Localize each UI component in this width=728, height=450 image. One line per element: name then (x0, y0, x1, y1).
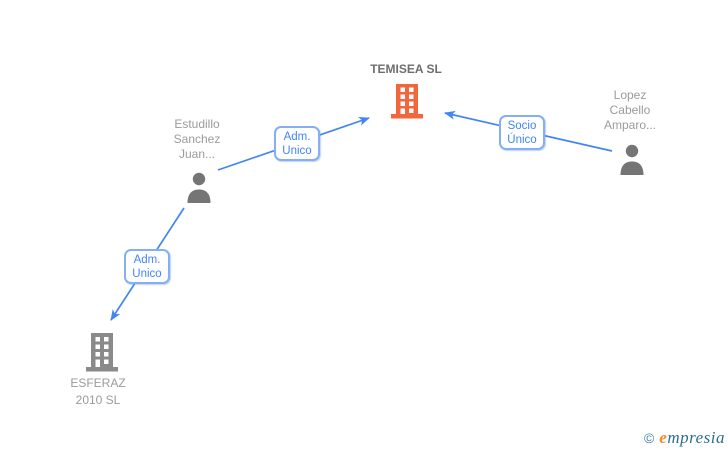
node-label-temisea[interactable]: TEMISEA SL (370, 62, 442, 76)
person-icon-estudillo[interactable] (184, 171, 214, 203)
edge-label-adm-unico-esferaz[interactable]: Adm. Unico (124, 249, 170, 284)
node-label-estudillo[interactable]: Estudillo Sanchez Juan... (173, 117, 221, 161)
empresia-logo: © empresia (644, 428, 725, 448)
building-icon-esferaz[interactable] (84, 333, 120, 372)
node-label-lopez[interactable]: Lopez Cabello Amparo... (603, 88, 657, 132)
building-icon-temisea[interactable] (389, 84, 425, 119)
person-icon-lopez[interactable] (617, 143, 647, 175)
node-label-esferaz[interactable]: ESFERAZ 2010 SL (70, 376, 126, 407)
copyright-icon: © (643, 430, 655, 446)
brand-wordmark: empresia (659, 428, 725, 447)
edge-label-adm-unico-temisea[interactable]: Adm. Unico (274, 126, 320, 161)
edge-label-socio-unico[interactable]: Socio Único (499, 115, 545, 150)
